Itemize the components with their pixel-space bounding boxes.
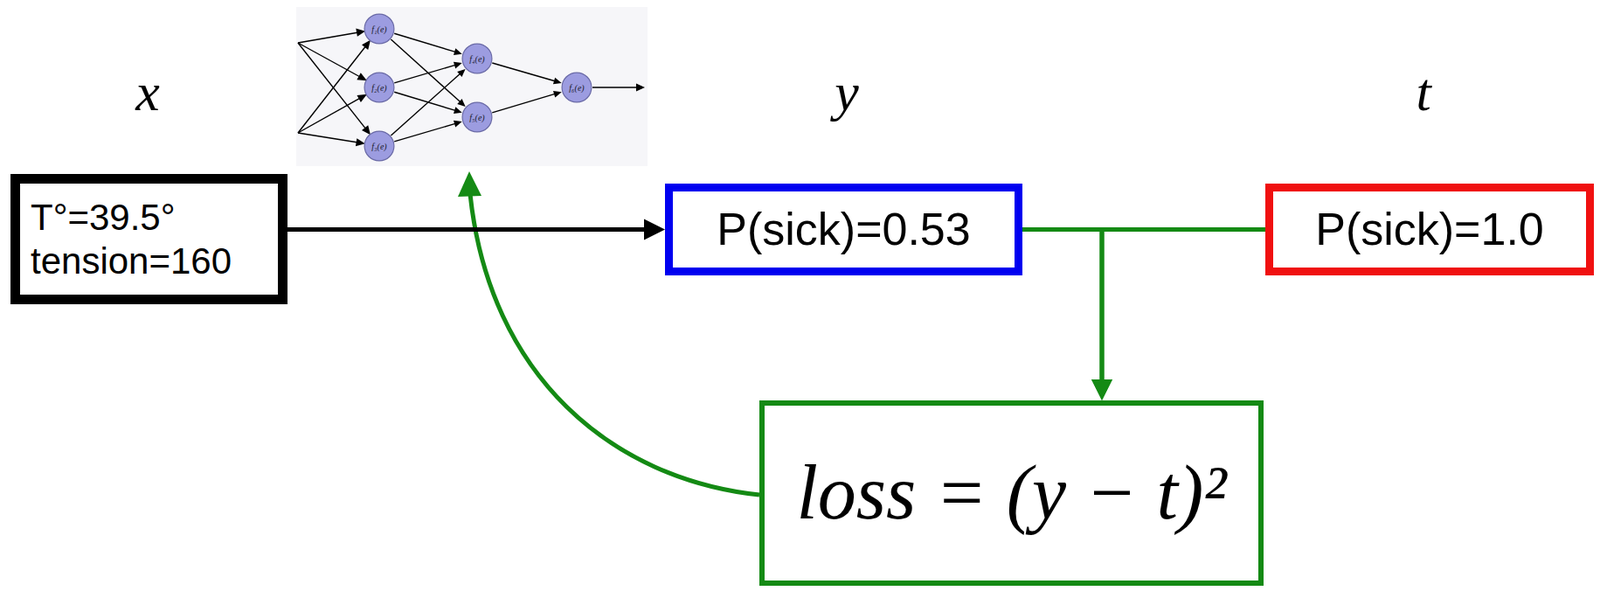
neuron-function: f₃(e) <box>371 141 387 152</box>
connector <box>1022 229 1113 402</box>
box-text: loss = (y − t)² <box>796 450 1226 536</box>
box-text: P(sick)=1.0 <box>1315 204 1545 255</box>
arrowhead <box>453 48 463 56</box>
connector <box>491 90 562 113</box>
connector-line <box>390 73 460 136</box>
input-arrowhead <box>358 74 367 81</box>
neuron-circle: f₄(e) <box>461 42 493 75</box>
box-text: P(sick)=0.53 <box>716 204 970 255</box>
connector-line <box>287 227 645 232</box>
input-box: T°=39.5°tension=160 <box>10 173 288 305</box>
connector-line <box>394 64 456 84</box>
box-text: tension=160 <box>30 239 232 284</box>
connector <box>287 219 665 241</box>
connector-line <box>491 93 555 112</box>
loss-box: loss = (y − t)² <box>759 400 1264 586</box>
connector-line <box>394 123 456 142</box>
arrowhead <box>553 90 562 98</box>
input-arrowhead <box>362 41 370 49</box>
circle-shape <box>364 13 395 44</box>
output-line <box>592 86 638 88</box>
arrowhead <box>644 219 665 241</box>
input-line <box>297 132 357 143</box>
arrowhead <box>1091 379 1113 401</box>
arrowhead <box>453 120 463 128</box>
backprop-arrowhead <box>457 171 482 197</box>
neuron-function: f₆(e) <box>568 83 584 93</box>
input-line <box>297 98 360 133</box>
circle-shape <box>364 131 395 161</box>
arrowhead <box>553 77 562 85</box>
neuron-circle: f₁(e) <box>363 13 395 45</box>
arrowhead <box>453 106 463 114</box>
input-line <box>297 42 360 77</box>
arrowhead <box>457 69 465 77</box>
neuron-function: f₄(e) <box>469 54 485 64</box>
input-arrowhead <box>358 95 367 102</box>
connector <box>1091 229 1266 402</box>
input-arrowhead <box>356 29 364 36</box>
variable-label: x <box>135 64 160 119</box>
input-arrowhead <box>362 126 370 134</box>
connector-line <box>1022 229 1102 381</box>
circle-shape <box>561 72 592 103</box>
connector-line <box>394 33 456 52</box>
connector <box>390 39 465 107</box>
arrowhead <box>453 62 463 70</box>
neuron-circle: f₂(e) <box>363 71 395 104</box>
arrowhead <box>1091 379 1113 401</box>
neuron-circle: f₅(e) <box>461 101 493 133</box>
input-arrowhead <box>356 138 364 146</box>
connector-line <box>394 91 456 111</box>
output-arrowhead <box>636 83 645 92</box>
illustration-ground <box>296 6 648 167</box>
variable-label: y <box>834 64 859 119</box>
input-line <box>297 32 358 43</box>
connector <box>394 62 462 84</box>
neuron-circle: f₃(e) <box>363 130 395 162</box>
arrowhead <box>457 98 465 107</box>
box-text: T°=39.5° <box>30 195 176 240</box>
circle-shape <box>364 72 395 103</box>
input-lines <box>297 29 370 146</box>
connector-line <box>390 39 460 103</box>
connector <box>491 62 562 84</box>
neuron-function: f₅(e) <box>469 112 485 123</box>
circle-shape <box>462 43 492 74</box>
neuron-function: f₁(e) <box>371 24 387 35</box>
circle-shape <box>462 102 492 132</box>
connector-line <box>491 62 555 82</box>
connector <box>394 120 462 142</box>
neuron-function: f₂(e) <box>371 83 387 93</box>
neuron-circle: f₆(e) <box>561 71 593 104</box>
connector-line <box>1101 229 1266 381</box>
input-line <box>297 47 366 134</box>
connector <box>390 69 465 136</box>
variable-label: t <box>1415 64 1431 119</box>
input-line <box>297 42 366 129</box>
target-box: P(sick)=1.0 <box>1265 183 1594 276</box>
output-box: P(sick)=0.53 <box>664 183 1023 276</box>
